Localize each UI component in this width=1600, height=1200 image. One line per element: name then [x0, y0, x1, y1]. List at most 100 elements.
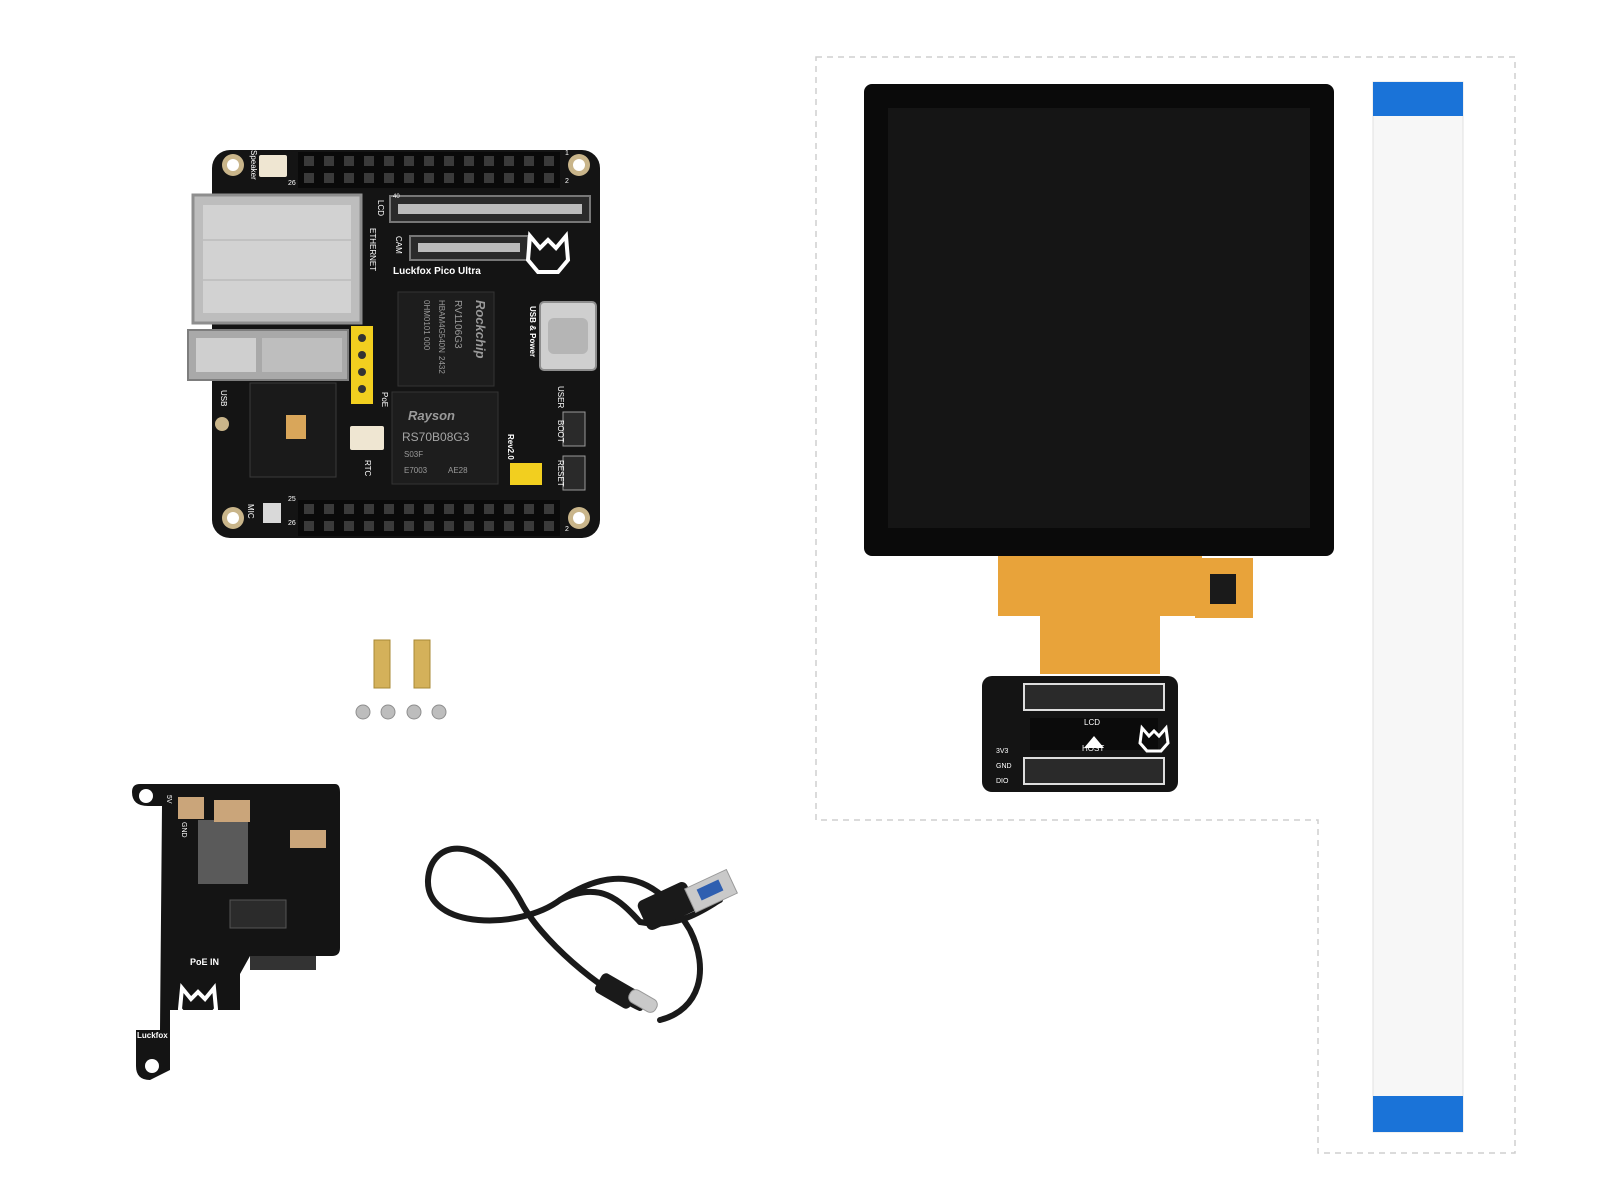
header-pin — [444, 504, 454, 514]
header-pin — [344, 173, 354, 183]
pin2-bottom-label: 2 — [565, 526, 569, 533]
poe-module-name: Luckfox PoE Module — [137, 1031, 216, 1040]
fpc-connector-bottom — [1023, 757, 1165, 785]
dashed-outline — [815, 56, 1516, 1154]
pin2-top-label: 2 — [565, 178, 569, 185]
header-pin — [344, 504, 354, 514]
hardware-kit — [355, 639, 447, 720]
header-pin — [504, 156, 514, 166]
speaker-label: Speaker — [249, 150, 258, 180]
header-pin — [444, 156, 454, 166]
lcd-label: LCD — [376, 200, 385, 217]
usb-a-plug — [637, 868, 739, 930]
memory-chip — [391, 391, 499, 485]
header-pin — [544, 521, 554, 531]
header-pin — [364, 504, 374, 514]
mem-code-3: AE28 — [448, 466, 468, 475]
top-pin-header — [298, 152, 560, 188]
header-pin — [324, 521, 334, 531]
adapter-pin-3v3: 3V3 — [996, 748, 1009, 755]
header-pin — [384, 173, 394, 183]
usb-label: USB — [219, 390, 228, 407]
speaker-connector — [259, 155, 287, 177]
header-pin — [324, 504, 334, 514]
header-pin — [344, 156, 354, 166]
header-pin — [464, 173, 474, 183]
pin40-label: 40 — [393, 194, 400, 200]
header-pin — [464, 521, 474, 531]
header-pin — [344, 521, 354, 531]
header-pin — [464, 504, 474, 514]
usb-a-port — [187, 329, 349, 381]
adapter-pin-gnd: GND — [996, 763, 1012, 770]
header-pin — [524, 504, 534, 514]
ffc-tab-top — [1373, 82, 1463, 116]
ffc-tab-bottom — [1373, 1096, 1463, 1132]
soc-code-2: 2432 — [437, 356, 446, 374]
mem-brand: Rayson — [408, 408, 455, 423]
standoff — [373, 639, 391, 689]
rtc-label: RTC — [363, 460, 372, 477]
rtc-connector — [350, 426, 384, 450]
soc-code-1: HBAM4G540N — [437, 300, 446, 353]
ethernet-jack — [191, 193, 363, 325]
adapter-lcd-label: LCD — [1084, 718, 1101, 727]
header-pin — [504, 173, 514, 183]
luckfox-logo — [177, 982, 219, 1022]
soc-chip — [397, 291, 495, 387]
poe-module — [132, 784, 340, 1080]
main-board — [187, 150, 600, 538]
header-pin — [524, 156, 534, 166]
header-pin — [404, 504, 414, 514]
poe-5v-label: 5V — [165, 795, 172, 804]
pin26-label: 26 — [288, 520, 296, 527]
poe-label: PoE — [380, 392, 389, 408]
screw — [355, 704, 371, 720]
fpc-connector-top — [1023, 683, 1165, 711]
header-pin — [544, 504, 554, 514]
header-pin — [484, 521, 494, 531]
header-pin — [484, 156, 494, 166]
header-pin — [304, 173, 314, 183]
header-pin — [424, 156, 434, 166]
header-pin — [424, 521, 434, 531]
user-label: USER — [556, 386, 565, 409]
screw — [380, 704, 396, 720]
header-pin — [504, 504, 514, 514]
mic-label: MIC — [246, 504, 255, 519]
header-pin — [484, 173, 494, 183]
header-pin — [444, 521, 454, 531]
mem-model: RS70B08G3 — [402, 430, 470, 444]
lcd-fpc-ribbon — [998, 556, 1253, 674]
header-pin — [424, 504, 434, 514]
header-pin — [324, 156, 334, 166]
soc-model: RV1106G3 — [452, 300, 463, 349]
reset-label: RESET — [556, 460, 565, 487]
header-pin — [384, 156, 394, 166]
lcd-panel — [864, 84, 1334, 556]
pin1-label: 1 — [565, 150, 569, 157]
poe-gnd-label: GND — [180, 822, 187, 838]
pin25-label: 25 — [288, 496, 296, 503]
header-pin — [544, 156, 554, 166]
poe-in-label: PoE IN — [190, 957, 220, 967]
boot-label: BOOT — [556, 420, 565, 443]
pin26-top-label: 26 — [288, 180, 296, 187]
product-name-label: Luckfox Pico Ultra — [393, 266, 481, 277]
screw — [431, 704, 447, 720]
soc-brand: Rockchip — [473, 300, 488, 359]
header-pin — [364, 521, 374, 531]
standoff — [413, 639, 431, 689]
reset-header — [510, 463, 542, 485]
header-pin — [384, 504, 394, 514]
header-pin — [464, 156, 474, 166]
header-pin — [384, 521, 394, 531]
header-pin — [404, 156, 414, 166]
mem-code-1: S03F — [404, 450, 424, 459]
mem-code-2: E7003 — [404, 466, 428, 475]
header-pin — [484, 504, 494, 514]
header-pin — [544, 173, 554, 183]
transformer — [198, 820, 248, 884]
soc-code-3: 0HM0101 000 — [422, 300, 431, 351]
